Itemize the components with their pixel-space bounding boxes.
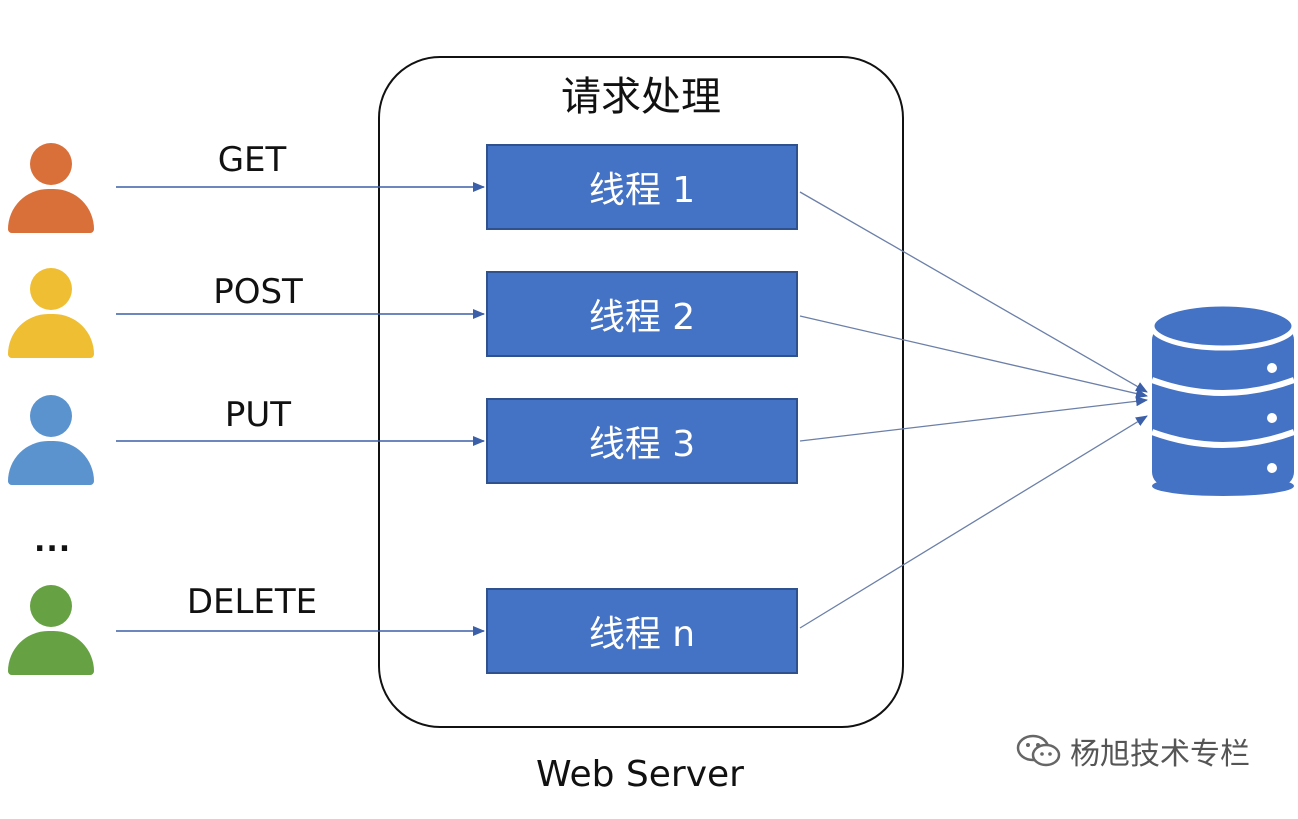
watermark: 杨旭技术专栏 xyxy=(1014,728,1250,774)
thread-box-n: 线程 n xyxy=(486,588,798,674)
request-label-get: GET xyxy=(217,140,287,180)
user-head xyxy=(30,395,72,437)
server-caption: Web Server xyxy=(536,754,744,795)
user-head xyxy=(30,268,72,310)
user-head xyxy=(30,143,72,185)
arrow-thread-2-db xyxy=(799,315,1148,399)
database-icon xyxy=(1149,301,1297,496)
request-label-put: PUT xyxy=(224,395,292,435)
thread-box-1: 线程 1 xyxy=(486,144,798,230)
user-icon-delete xyxy=(8,585,94,677)
request-label-delete: DELETE xyxy=(186,582,318,622)
thread-box-3: 线程 3 xyxy=(486,398,798,484)
wechat-icon xyxy=(1016,734,1061,767)
watermark-text: 杨旭技术专栏 xyxy=(1070,737,1250,772)
user-icon-put xyxy=(8,395,94,487)
arrow-thread-n-db xyxy=(799,415,1148,629)
more-users-ellipsis: ... xyxy=(34,524,72,559)
server-title: 请求处理 xyxy=(561,74,721,120)
user-head xyxy=(30,585,72,627)
arrow-thread-3-db xyxy=(799,396,1148,442)
thread-box-2: 线程 2 xyxy=(486,271,798,357)
web-server-box xyxy=(378,56,904,728)
user-icon-get xyxy=(8,143,94,235)
user-icon-post xyxy=(8,268,94,360)
request-label-post: POST xyxy=(213,272,303,312)
arrow-thread-1-db xyxy=(799,191,1148,393)
